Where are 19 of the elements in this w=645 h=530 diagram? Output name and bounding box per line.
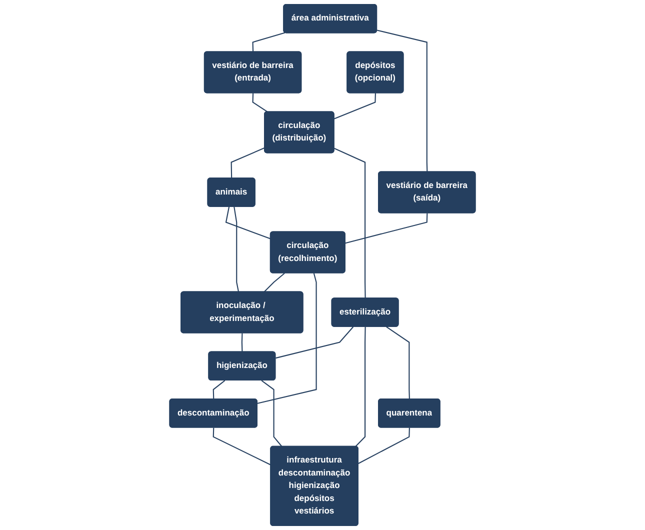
- connector: [241, 333, 243, 352]
- connector: [386, 326, 410, 400]
- connector: [264, 272, 285, 292]
- connector: [334, 148, 366, 298]
- connector: [257, 273, 317, 404]
- connector: [334, 93, 376, 120]
- connector: [212, 428, 271, 466]
- connector: [234, 206, 240, 292]
- connector: [230, 147, 265, 178]
- connector: [358, 428, 410, 464]
- connector: [252, 32, 286, 52]
- connector: [345, 213, 428, 244]
- connector: [276, 326, 354, 359]
- connector: [225, 206, 271, 240]
- connector: [261, 380, 282, 447]
- connector: [376, 30, 428, 172]
- connector: [252, 93, 268, 112]
- connector: [212, 380, 226, 400]
- connector: [355, 326, 366, 447]
